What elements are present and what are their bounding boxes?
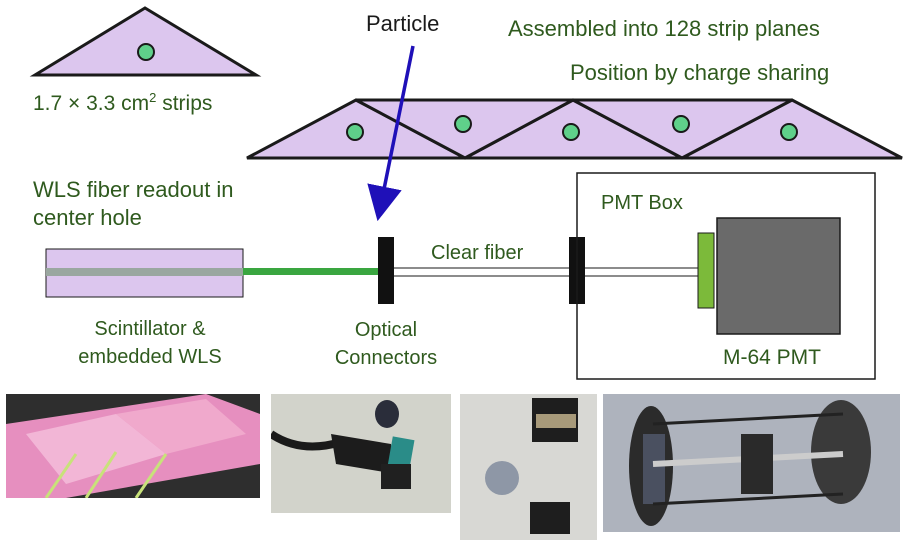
plane-dot-1 bbox=[346, 123, 364, 141]
clear-fiber-label: Clear fiber bbox=[431, 242, 524, 264]
m64-pmt-label: M-64 PMT bbox=[723, 346, 822, 369]
scintillator-label-line1: Scintillator & bbox=[94, 318, 206, 340]
optical-connectors-line2: Connectors bbox=[334, 347, 438, 369]
strip-size-text: 1.7 × 3.3 cm bbox=[33, 92, 150, 115]
scintillator-strips-illustration bbox=[6, 394, 260, 498]
connector-parts-photo bbox=[460, 394, 597, 540]
pmt-assembly-illustration bbox=[603, 394, 900, 532]
strip-size-label: 1.7 × 3.3 cm2 strips bbox=[33, 90, 213, 116]
pmt-box-label: PMT Box bbox=[601, 192, 683, 214]
fiber-connector-illustration bbox=[271, 394, 451, 513]
position-label: Position by charge sharing bbox=[570, 60, 830, 85]
fiber-connector-photo bbox=[271, 394, 451, 513]
particle-arrow bbox=[367, 45, 415, 222]
strip-size-exponent: 2 bbox=[149, 90, 157, 105]
plane-dot-4 bbox=[672, 115, 690, 133]
pmt-box bbox=[576, 172, 876, 380]
strip-fiber-dot bbox=[137, 43, 155, 61]
optical-connectors-line1: Optical bbox=[354, 319, 418, 341]
plane-dot-5 bbox=[780, 123, 798, 141]
scintillator-strips-photo bbox=[6, 394, 260, 498]
detector-diagram bbox=[29, 6, 903, 380]
wls-fiber bbox=[243, 268, 379, 275]
plane-dot-3 bbox=[562, 123, 580, 141]
wls-readout-label: WLS fiber readout in center hole bbox=[33, 176, 234, 232]
assembled-label: Assembled into 128 strip planes bbox=[508, 16, 820, 41]
optical-connectors-label: Optical Connectors bbox=[316, 316, 456, 372]
wls-readout-line1: WLS fiber readout in bbox=[33, 177, 234, 202]
scintillator-label: Scintillator & embedded WLS bbox=[65, 315, 235, 371]
optical-connector-1 bbox=[378, 237, 394, 304]
pmt-assembly-photo bbox=[603, 394, 900, 532]
scintillator-label-line2: embedded WLS bbox=[78, 346, 222, 368]
wls-readout-line2: center hole bbox=[33, 205, 142, 230]
plane-dot-2 bbox=[454, 115, 472, 133]
particle-label: Particle bbox=[366, 11, 440, 36]
m64-pmt bbox=[716, 217, 841, 335]
single-strip-triangle bbox=[29, 6, 262, 77]
connector-parts-illustration bbox=[460, 394, 597, 540]
embedded-wls-fiber bbox=[46, 268, 243, 276]
pmt-window bbox=[697, 232, 715, 309]
strip-size-suffix: strips bbox=[156, 92, 213, 115]
